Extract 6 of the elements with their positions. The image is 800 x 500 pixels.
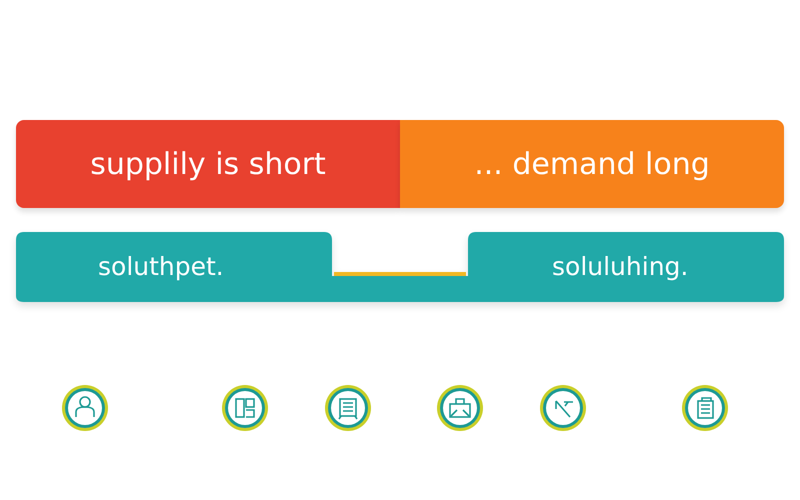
banner-text: soluthpet. (98, 252, 224, 281)
banner-text: supplily is short (90, 146, 326, 182)
banner-segment (400, 120, 784, 208)
banner-text: soluluhing. (552, 252, 688, 281)
banner-segment (16, 120, 400, 208)
banner-text: ... demand long (474, 146, 710, 182)
